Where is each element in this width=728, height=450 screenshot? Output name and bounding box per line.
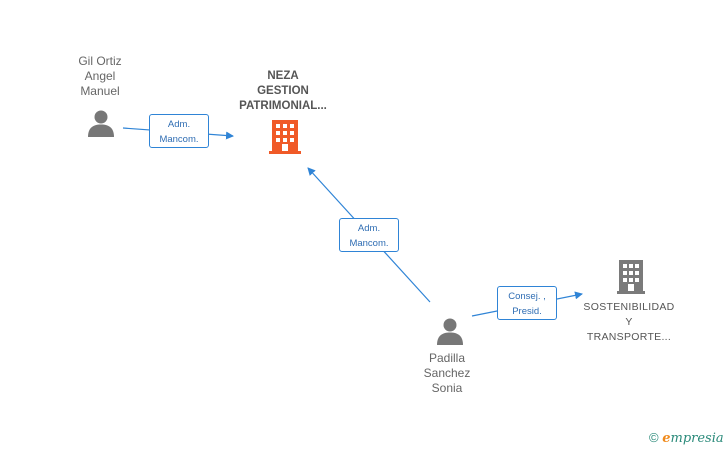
person-padilla-line: Sonia	[431, 381, 463, 395]
company-sostenibilidad-line: TRANSPORTE...	[586, 331, 672, 343]
person-gil-line: Manuel	[80, 84, 120, 98]
person-icon[interactable]	[86, 108, 116, 138]
person-gil-line: Gil Ortiz	[78, 54, 122, 68]
empresia-logo: empresia	[662, 431, 724, 446]
company-sostenibilidad-line: Y	[625, 316, 633, 328]
company-neza-label[interactable]: NEZA GESTION PATRIMONIAL...	[222, 69, 344, 114]
empresia-watermark: © empresia	[649, 430, 724, 446]
person-padilla-line: Sanchez	[423, 366, 471, 380]
company-sostenibilidad-label[interactable]: SOSTENIBILIDAD Y TRANSPORTE...	[574, 300, 684, 345]
edge-label-gil-neza[interactable]: Adm. Mancom.	[149, 114, 209, 148]
person-icon[interactable]	[435, 316, 465, 346]
edge-label-padilla-neza[interactable]: Adm. Mancom.	[339, 218, 399, 252]
person-padilla-label[interactable]: Padilla Sanchez Sonia	[402, 351, 492, 396]
company-neza-line: NEZA	[267, 70, 299, 82]
building-icon[interactable]	[617, 260, 645, 294]
copyright-icon: ©	[649, 430, 659, 445]
edge-label-line: Adm.	[357, 223, 381, 234]
edge-label-line: Mancom.	[159, 134, 199, 145]
building-icon[interactable]	[269, 120, 301, 154]
edge-label-line: Adm.	[167, 119, 191, 130]
edge-label-line: Presid.	[512, 306, 542, 317]
company-neza-line: PATRIMONIAL...	[239, 100, 327, 112]
person-padilla-line: Padilla	[428, 351, 466, 365]
edge-label-line: Mancom.	[349, 238, 389, 249]
company-neza-line: GESTION	[257, 85, 309, 97]
person-gil-line: Angel	[84, 69, 116, 83]
edge-label-padilla-sostenibilidad[interactable]: Consej. , Presid.	[497, 286, 557, 320]
company-sostenibilidad-line: SOSTENIBILIDAD	[583, 301, 675, 313]
edge-label-line: Consej. ,	[508, 291, 546, 302]
person-gil-label[interactable]: Gil Ortiz Angel Manuel	[55, 54, 145, 99]
